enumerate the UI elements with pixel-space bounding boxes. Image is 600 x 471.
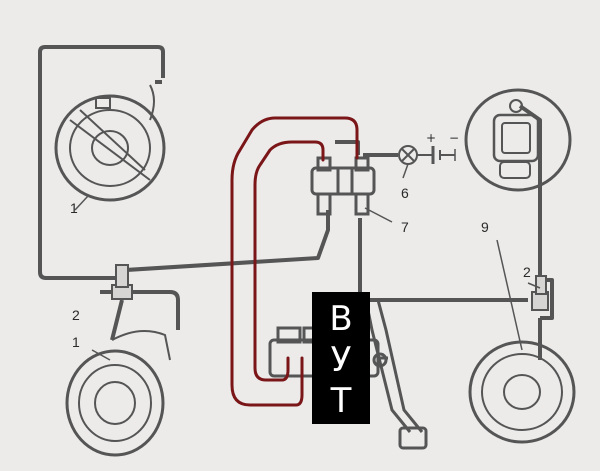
warning-lamp-circuit [398, 145, 456, 179]
label-tee-right: 2 [523, 264, 531, 280]
label-tee-left: 2 [72, 307, 80, 323]
right-wheel [468, 239, 576, 444]
pressure-switch [310, 156, 393, 223]
annotation-letter-2: У [331, 340, 352, 380]
overlay-pipes [230, 116, 359, 407]
annotation-letter-1: В [329, 299, 352, 339]
annotation-letter-3: Т [330, 381, 352, 421]
annotation-box: В У Т [312, 292, 370, 424]
brake-pedal [364, 299, 428, 450]
tee-connector-right [527, 275, 549, 311]
label-front-brake: 1 [70, 200, 78, 216]
battery-plus: + [426, 131, 436, 145]
label-rear-brake: 1 [72, 334, 80, 350]
rear-brake-assembly [65, 330, 171, 457]
brake-booster [464, 88, 572, 192]
tee-connector-left [111, 264, 133, 300]
label-lamp: 6 [401, 185, 409, 201]
battery-minus: − [449, 131, 459, 145]
brake-lines [38, 45, 554, 360]
front-brake-assembly [54, 84, 166, 211]
label-booster: 9 [481, 219, 489, 235]
label-pressure-switch: 7 [401, 219, 409, 235]
